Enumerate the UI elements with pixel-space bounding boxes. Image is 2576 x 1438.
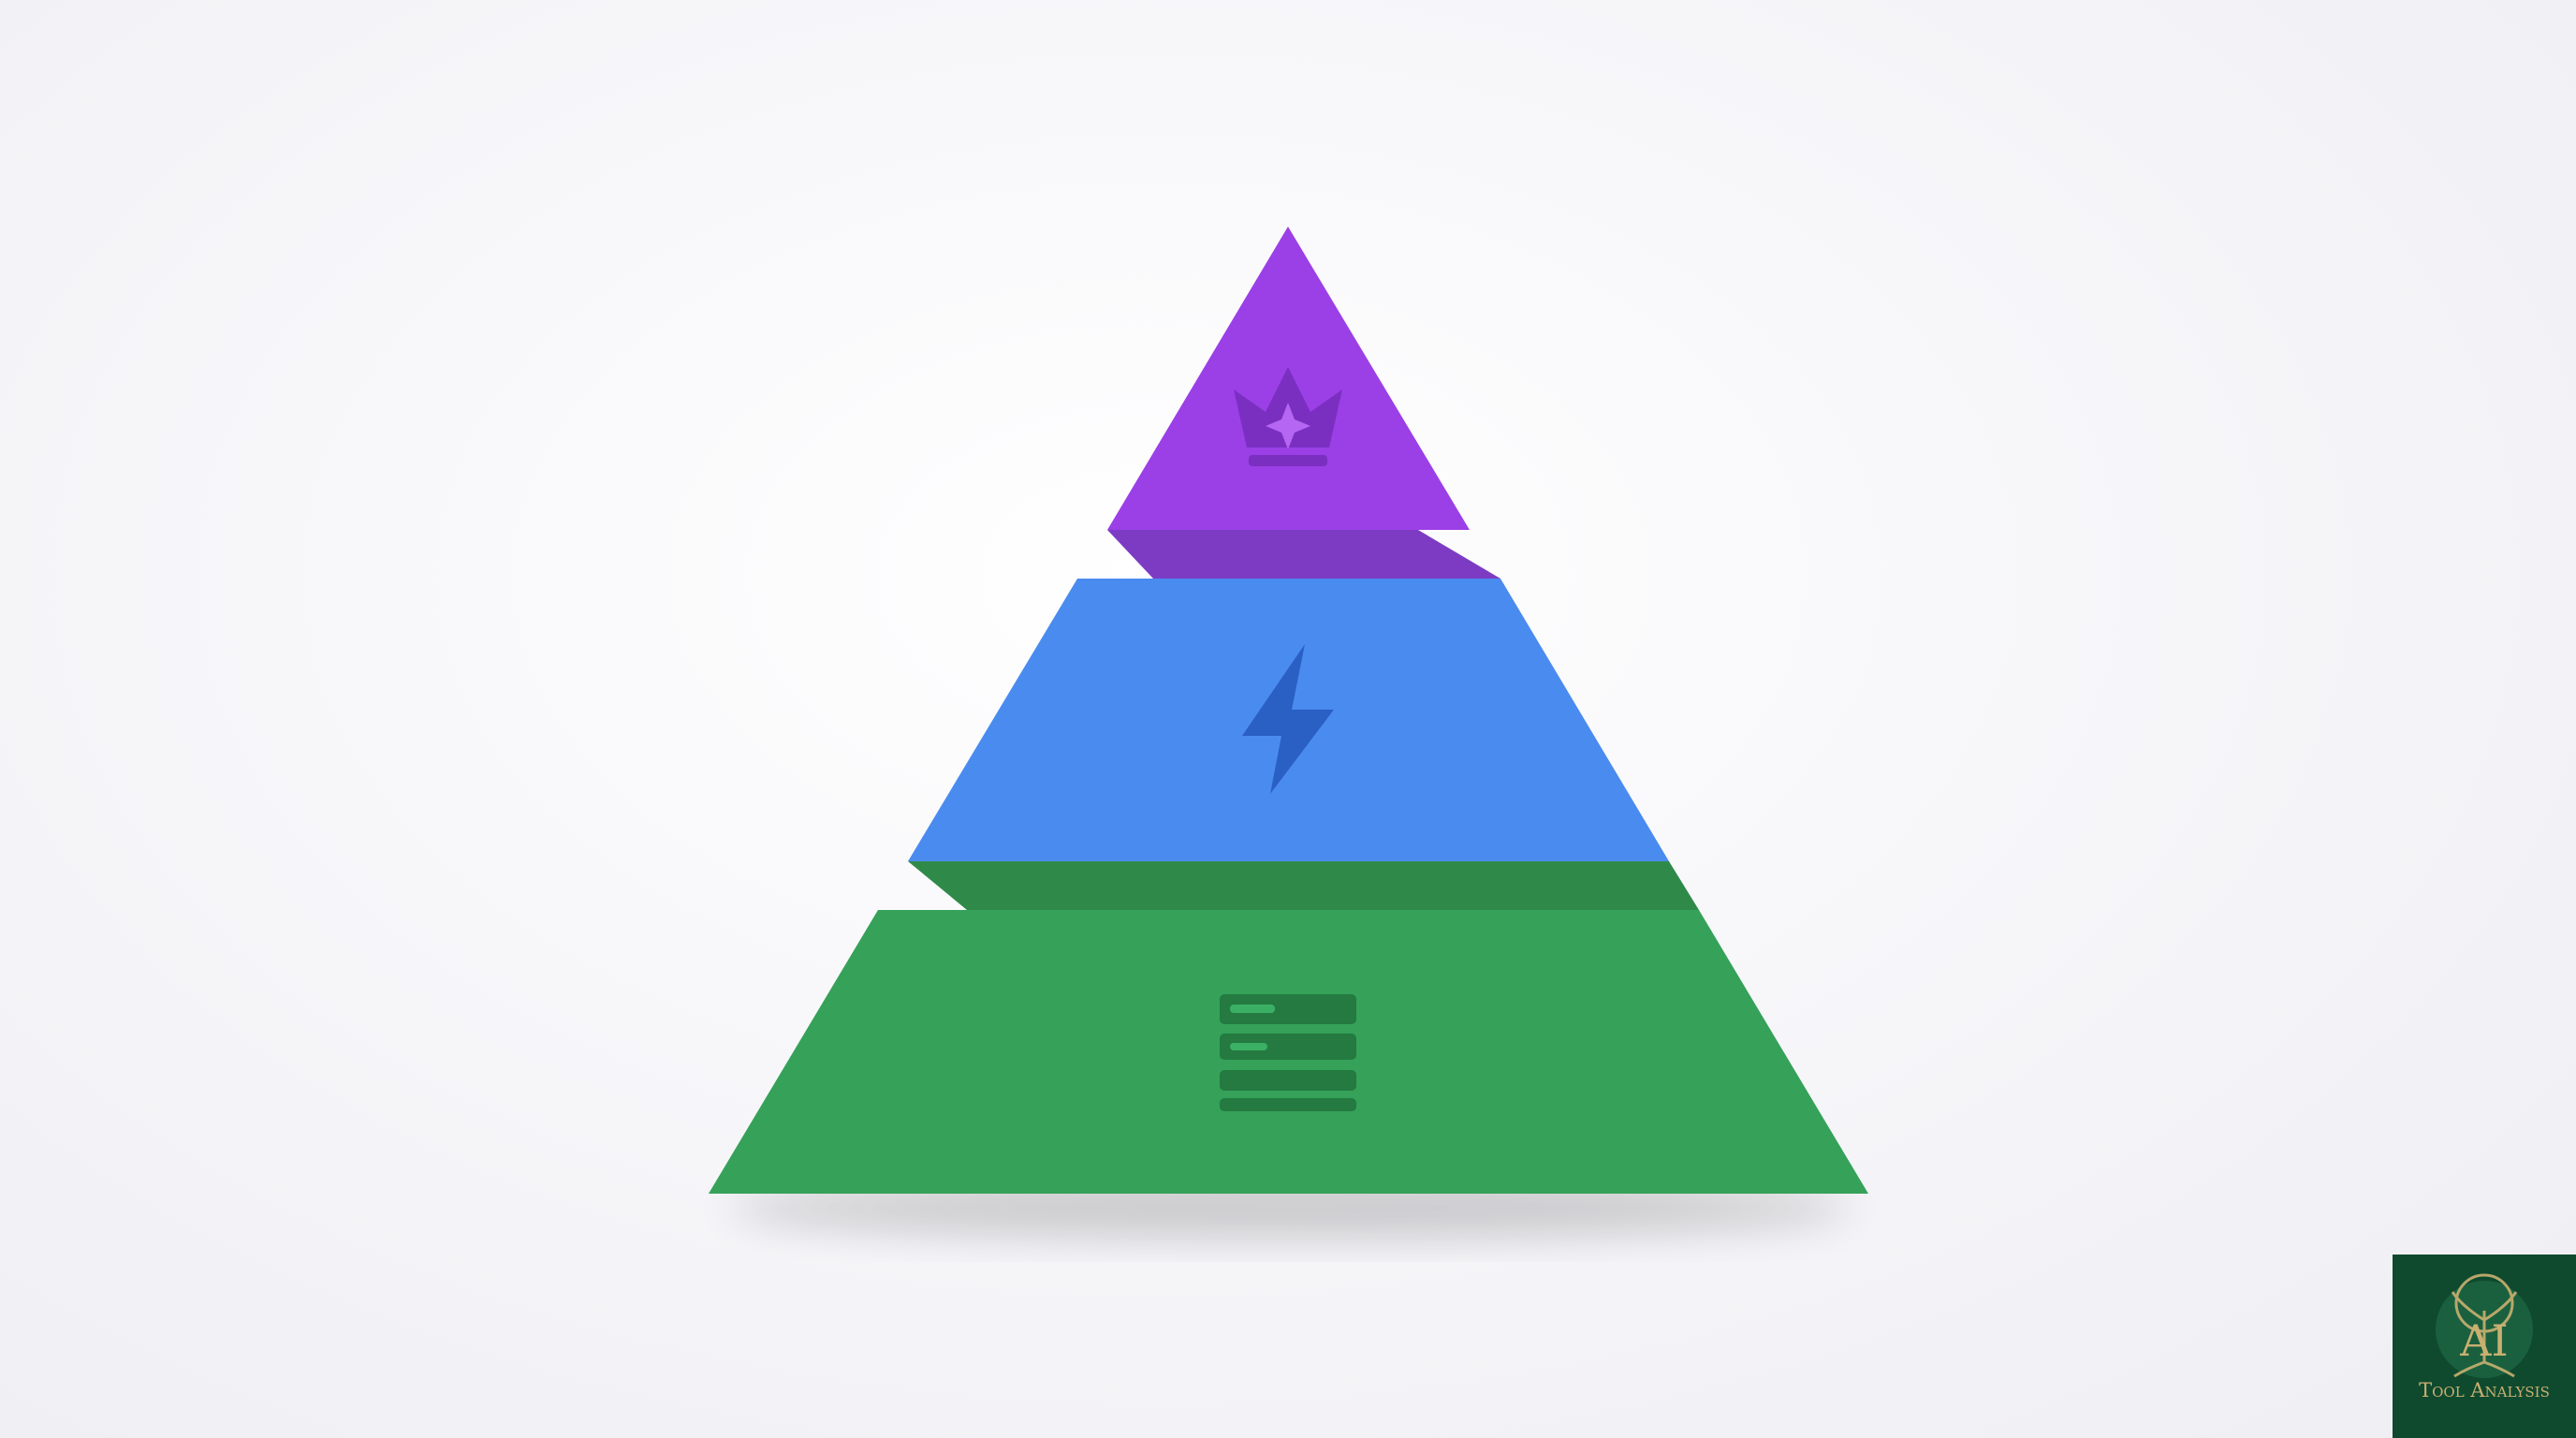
logo-text: Tool Analysis bbox=[2419, 1379, 2550, 1401]
pyramid-tier-middle bbox=[908, 579, 1669, 861]
pyramid-tier-top bbox=[1107, 227, 1470, 530]
tree-icon bbox=[2451, 1273, 2518, 1378]
lightning-bolt-icon bbox=[1242, 644, 1334, 794]
logo-monogram: AI bbox=[2459, 1315, 2508, 1366]
list-rows-icon bbox=[1220, 994, 1356, 1111]
pyramid-tier-bottom bbox=[709, 910, 1868, 1194]
tool-analysis-logo: AI Tool Analysis bbox=[2393, 1255, 2576, 1438]
middle-tier-ledge bbox=[908, 861, 1699, 910]
top-tier-ledge bbox=[1107, 530, 1500, 579]
crown-icon bbox=[1234, 367, 1342, 466]
